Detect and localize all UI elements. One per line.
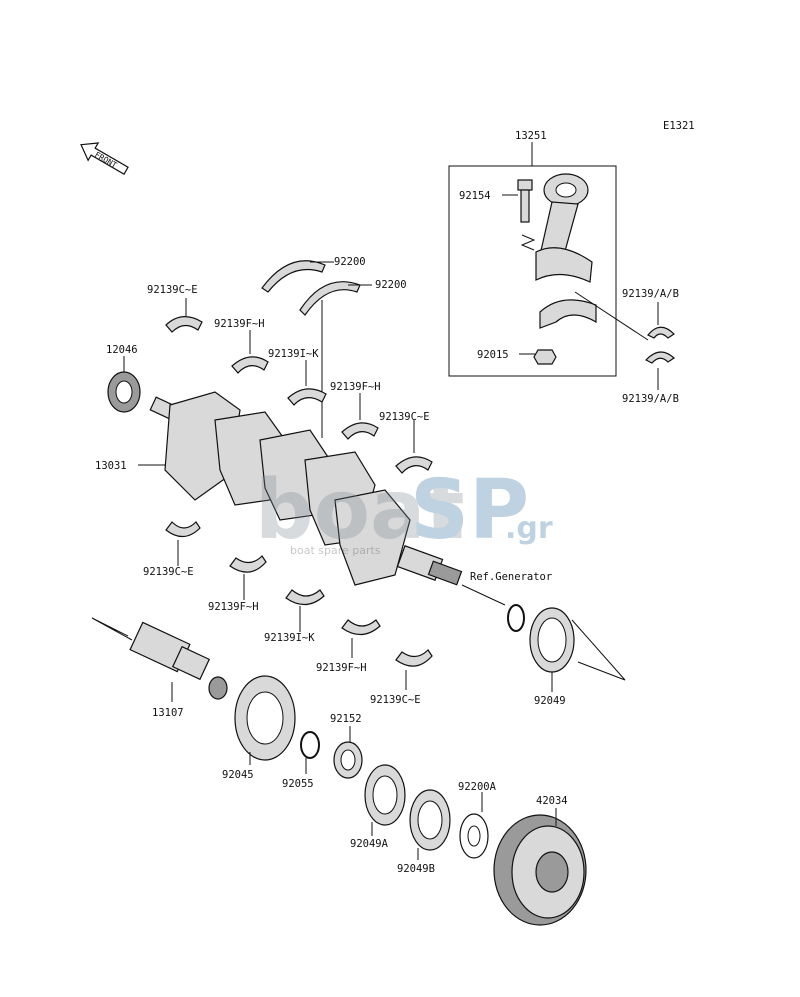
front-arrow-icon: FRONT bbox=[80, 142, 129, 175]
main-bearing-lower-5 bbox=[395, 649, 433, 667]
label-92055: 92055 bbox=[282, 778, 314, 790]
watermark-brand-left: boat bbox=[255, 463, 465, 558]
leader-92049-wedge bbox=[571, 619, 626, 681]
label-92200-1: 92200 bbox=[334, 256, 366, 268]
cut-mark bbox=[520, 234, 536, 251]
main-bearing-upper-4 bbox=[341, 422, 379, 440]
oil-seal-92049 bbox=[529, 607, 575, 673]
label-92139fh-3: 92139F~H bbox=[208, 601, 259, 613]
watermark-tagline: boat spare parts bbox=[290, 544, 381, 557]
label-92139ce-4: 92139C~E bbox=[370, 694, 421, 706]
leader-13107-wedge bbox=[91, 617, 133, 641]
label-92139ik-2: 92139I~K bbox=[264, 632, 315, 644]
watermark: boat SP .gr boat spare parts bbox=[255, 463, 553, 558]
main-bearing-lower-1 bbox=[165, 521, 201, 538]
crankshaft-gear bbox=[107, 371, 141, 413]
label-92139ab-1: 92139/A/B bbox=[622, 288, 679, 300]
label-92139fh-2: 92139F~H bbox=[330, 381, 381, 393]
conrod-bolt bbox=[517, 179, 533, 223]
connecting-rod bbox=[535, 173, 593, 283]
o-ring-generator-side bbox=[507, 604, 525, 632]
main-bearing-upper-2 bbox=[231, 356, 269, 374]
main-bearing-upper-1 bbox=[165, 316, 203, 333]
label-12046: 12046 bbox=[106, 344, 138, 356]
coupling-42034 bbox=[493, 814, 587, 926]
label-13107: 13107 bbox=[152, 707, 184, 719]
label-92049a: 92049A bbox=[350, 838, 389, 850]
o-ring-92055 bbox=[300, 731, 320, 759]
label-92152: 92152 bbox=[330, 713, 362, 725]
label-13031: 13031 bbox=[95, 460, 127, 472]
watermark-tld: .gr bbox=[505, 511, 553, 546]
main-bearing-lower-3 bbox=[285, 589, 325, 606]
label-92139ce-2: 92139C~E bbox=[379, 411, 430, 423]
label-92200-2: 92200 bbox=[375, 279, 407, 291]
label-13251: 13251 bbox=[515, 130, 547, 142]
label-92139ab-2: 92139/A/B bbox=[622, 393, 679, 405]
label-92139fh-1: 92139F~H bbox=[214, 318, 265, 330]
label-92154: 92154 bbox=[459, 190, 491, 202]
conrod-bearing-upper bbox=[647, 326, 675, 339]
label-92139ce-3: 92139C~E bbox=[143, 566, 194, 578]
label-92139fh-4: 92139F~H bbox=[316, 662, 367, 674]
main-bearing-lower-2 bbox=[229, 555, 267, 573]
label-92045: 92045 bbox=[222, 769, 254, 781]
front-label: FRONT bbox=[93, 150, 119, 170]
conrod-bearing-lower bbox=[645, 351, 675, 364]
label-92200a: 92200A bbox=[458, 781, 497, 793]
label-92139ce-1: 92139C~E bbox=[147, 284, 198, 296]
ball-bearing bbox=[234, 675, 296, 761]
watermark-brand-right: SP bbox=[410, 463, 529, 558]
leader-ref-generator bbox=[461, 584, 506, 606]
collar-92152 bbox=[333, 741, 363, 779]
conrod-cap bbox=[539, 299, 597, 329]
label-92139ik-1: 92139I~K bbox=[268, 348, 319, 360]
oil-seal-92049a bbox=[364, 764, 406, 826]
main-bearing-upper-5 bbox=[395, 456, 433, 474]
label-ref-generator: Ref.Generator bbox=[470, 571, 552, 583]
thrust-washer-1 bbox=[261, 260, 326, 293]
main-bearing-lower-4 bbox=[341, 619, 381, 636]
thrust-washer-2 bbox=[299, 281, 361, 316]
balancer-shaft bbox=[129, 621, 228, 700]
label-92049b: 92049B bbox=[397, 863, 435, 875]
crankshaft bbox=[149, 391, 463, 586]
label-92049: 92049 bbox=[534, 695, 566, 707]
label-92015: 92015 bbox=[477, 349, 509, 361]
main-bearing-upper-3 bbox=[287, 388, 327, 406]
washer-92200a bbox=[459, 813, 489, 859]
leader-conrod-bearing bbox=[574, 291, 649, 341]
diagram-id: E1321 bbox=[663, 120, 695, 132]
oil-seal-92049b bbox=[409, 789, 451, 851]
conrod-nut bbox=[533, 349, 557, 365]
label-42034: 42034 bbox=[536, 795, 568, 807]
